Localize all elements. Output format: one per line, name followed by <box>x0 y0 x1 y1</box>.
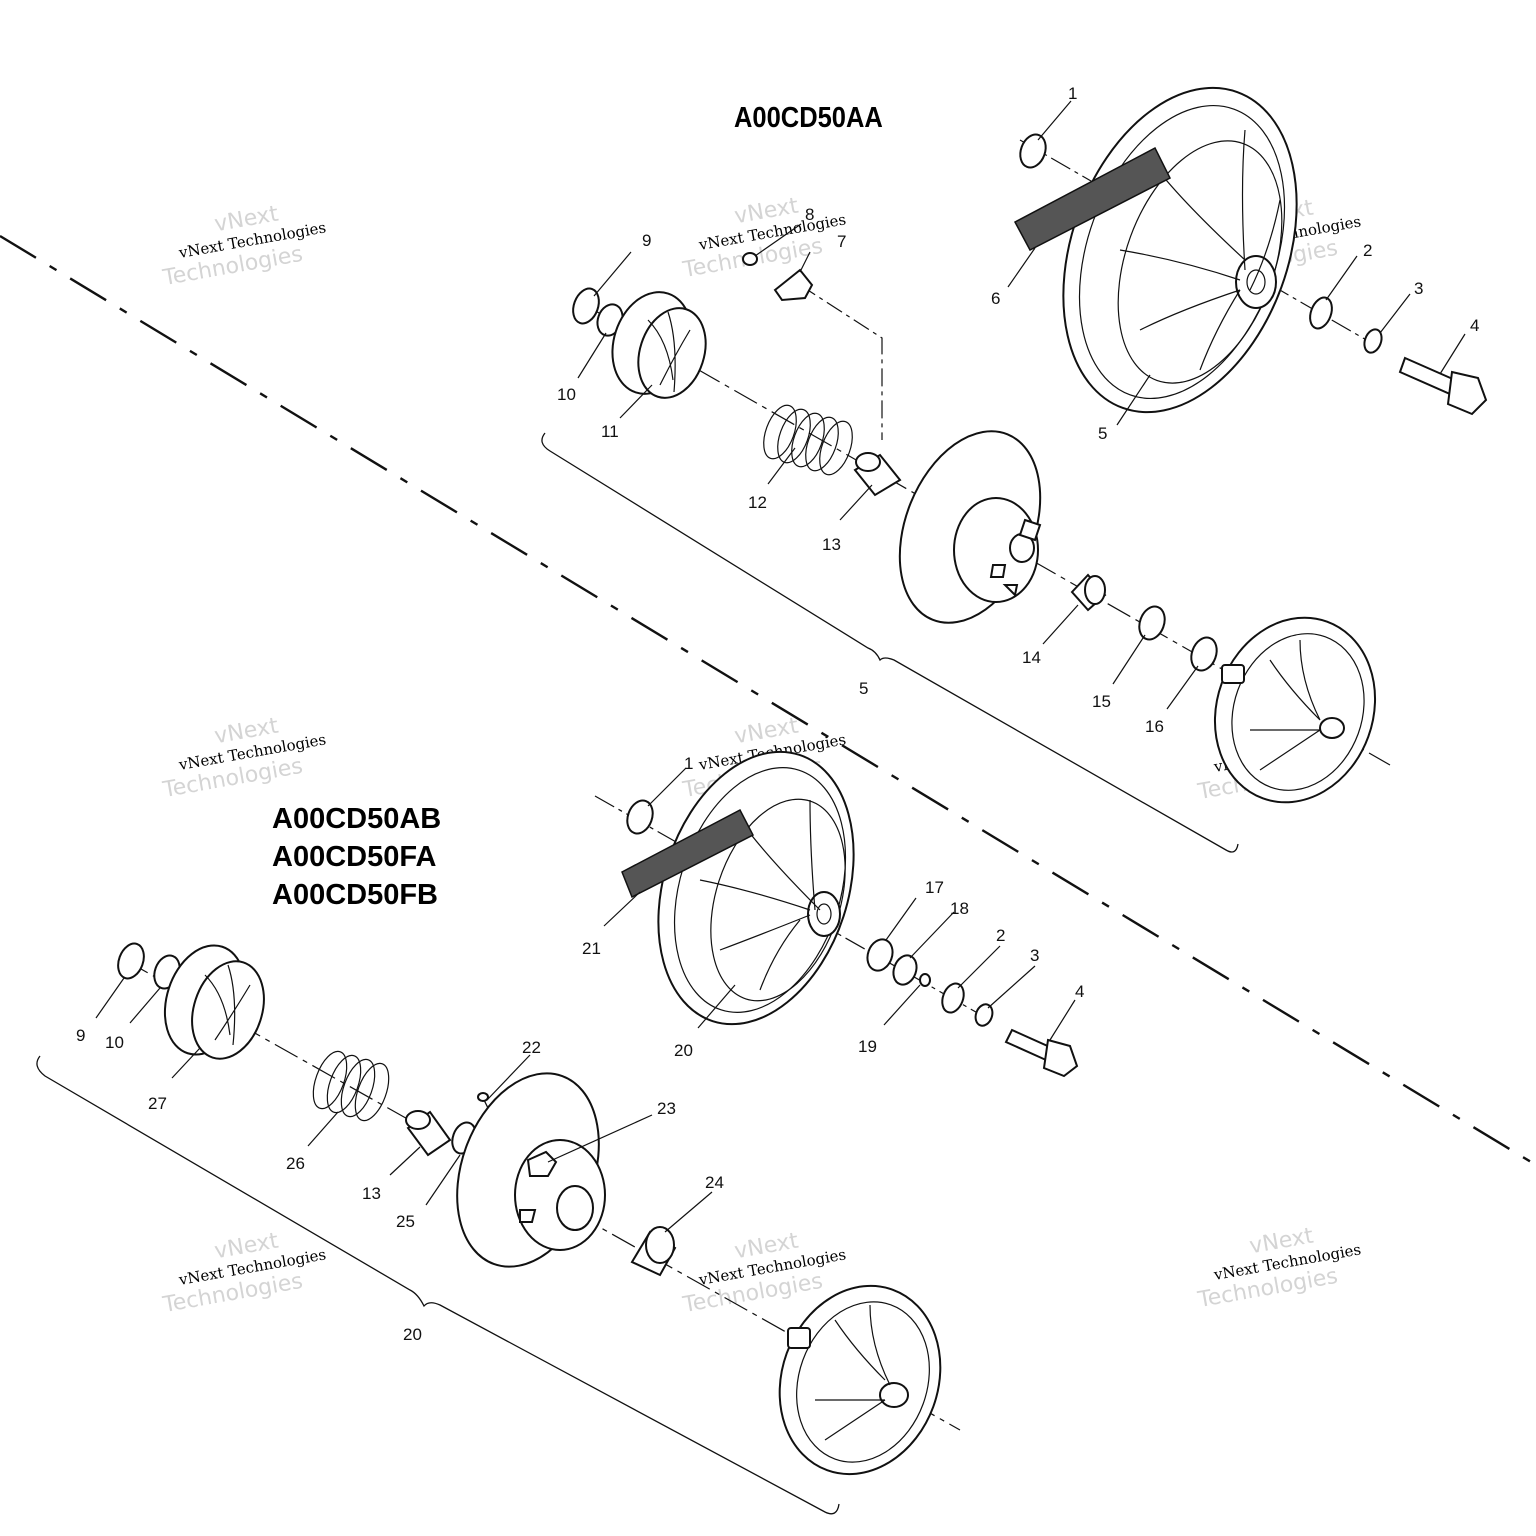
drive-sheave-top <box>1013 86 1298 414</box>
leader-lines-bottom <box>95 767 1076 1233</box>
retaining-ring-icon <box>117 942 145 980</box>
movable-sheave-top <box>898 430 1042 624</box>
washer-icon <box>866 938 894 972</box>
callout-label: 16 <box>1145 717 1164 736</box>
callout-label: 10 <box>557 385 576 404</box>
callout-label: 23 <box>657 1099 676 1118</box>
callout-label: 3 <box>1030 946 1039 965</box>
callout-label: 6 <box>991 289 1000 308</box>
screw-icon <box>477 1092 489 1109</box>
callout-label: 22 <box>522 1038 541 1057</box>
callout-label: 9 <box>642 231 651 250</box>
group-label: 20 <box>403 1325 422 1344</box>
callout-label: 13 <box>362 1184 381 1203</box>
fixed-sheave-top <box>1213 616 1377 804</box>
drive-sheave-bottom <box>621 750 855 1026</box>
bushing-icon-24 <box>630 1226 677 1277</box>
callout-label: 10 <box>105 1033 124 1052</box>
lock-washer-icon <box>974 1003 994 1027</box>
cam-icon-bottom <box>163 944 265 1060</box>
cam-icon-top <box>611 291 707 399</box>
top-assembly: 1 2 3 4 5 6 7 8 9 10 11 12 13 14 15 16 5 <box>541 84 1488 853</box>
movable-sheave-bottom <box>456 1072 606 1268</box>
bushing-icon-bottom <box>405 1110 452 1157</box>
callout-label: 24 <box>705 1173 724 1192</box>
callout-label: 1 <box>684 754 693 773</box>
washer-icon <box>626 799 654 835</box>
callout-label: 7 <box>837 232 846 251</box>
callout-label: 21 <box>582 939 601 958</box>
callout-label: 9 <box>76 1026 85 1045</box>
bottom-model-title: A00CD50FB <box>272 879 438 911</box>
washer-icon <box>1190 636 1218 672</box>
bottom-assembly: 1 17 18 2 3 4 21 20 19 9 10 27 22 23 26 … <box>36 750 1084 1515</box>
callout-label: 2 <box>996 926 1005 945</box>
callout-label: 1 <box>1068 84 1077 103</box>
callout-label: 4 <box>1075 982 1084 1001</box>
washer-icon <box>892 954 918 986</box>
bottom-model-title: A00CD50AB <box>272 803 441 835</box>
lock-washer-icon <box>1363 328 1383 354</box>
group-label: 5 <box>859 679 868 698</box>
drive-belt <box>1013 146 1172 252</box>
callout-label: 2 <box>1363 241 1372 260</box>
fixed-sheave-bottom <box>778 1284 942 1476</box>
drive-belt <box>621 808 755 899</box>
callout-label: 4 <box>1470 316 1479 335</box>
bottom-model-titles: A00CD50AB A00CD50FA A00CD50FB <box>272 803 441 911</box>
callout-label: 3 <box>1414 279 1423 298</box>
bushing-icon-14 <box>1070 573 1107 612</box>
retaining-ring-icon <box>572 287 600 325</box>
callout-label: 17 <box>925 878 944 897</box>
callout-label: 27 <box>148 1094 167 1113</box>
washer-icon <box>1309 296 1333 330</box>
callout-label: 15 <box>1092 692 1111 711</box>
screw-icon <box>742 252 758 266</box>
callout-label: 26 <box>286 1154 305 1173</box>
spring-icon-bottom <box>312 1050 390 1122</box>
callout-label: 11 <box>601 422 619 441</box>
bolt-icon <box>1004 1028 1079 1078</box>
callout-label: 8 <box>805 205 814 224</box>
washer-icon <box>1019 133 1047 169</box>
callout-label: 13 <box>822 535 841 554</box>
bottom-model-title: A00CD50FA <box>272 841 436 873</box>
callout-label: 14 <box>1022 648 1041 667</box>
bushing-icon-top <box>853 452 902 497</box>
leader-lines-top <box>577 100 1466 710</box>
callout-label: 18 <box>950 899 969 918</box>
separation-dashed-line <box>0 234 1536 1167</box>
callout-label: 19 <box>858 1037 877 1056</box>
group-bracket <box>541 432 1239 853</box>
washer-icon <box>1138 605 1166 641</box>
axis-line <box>799 284 883 440</box>
washer-icon <box>919 973 931 987</box>
top-model-title: A00CD50AA <box>734 100 883 133</box>
callout-label: 25 <box>396 1212 415 1231</box>
bolt-icon <box>1398 356 1488 416</box>
group-bracket <box>36 1055 840 1515</box>
callout-label: 12 <box>748 493 767 512</box>
callout-label: 5 <box>1098 424 1107 443</box>
callout-label: 20 <box>674 1041 693 1060</box>
slider-icon <box>773 268 814 302</box>
washer-icon <box>941 982 965 1014</box>
